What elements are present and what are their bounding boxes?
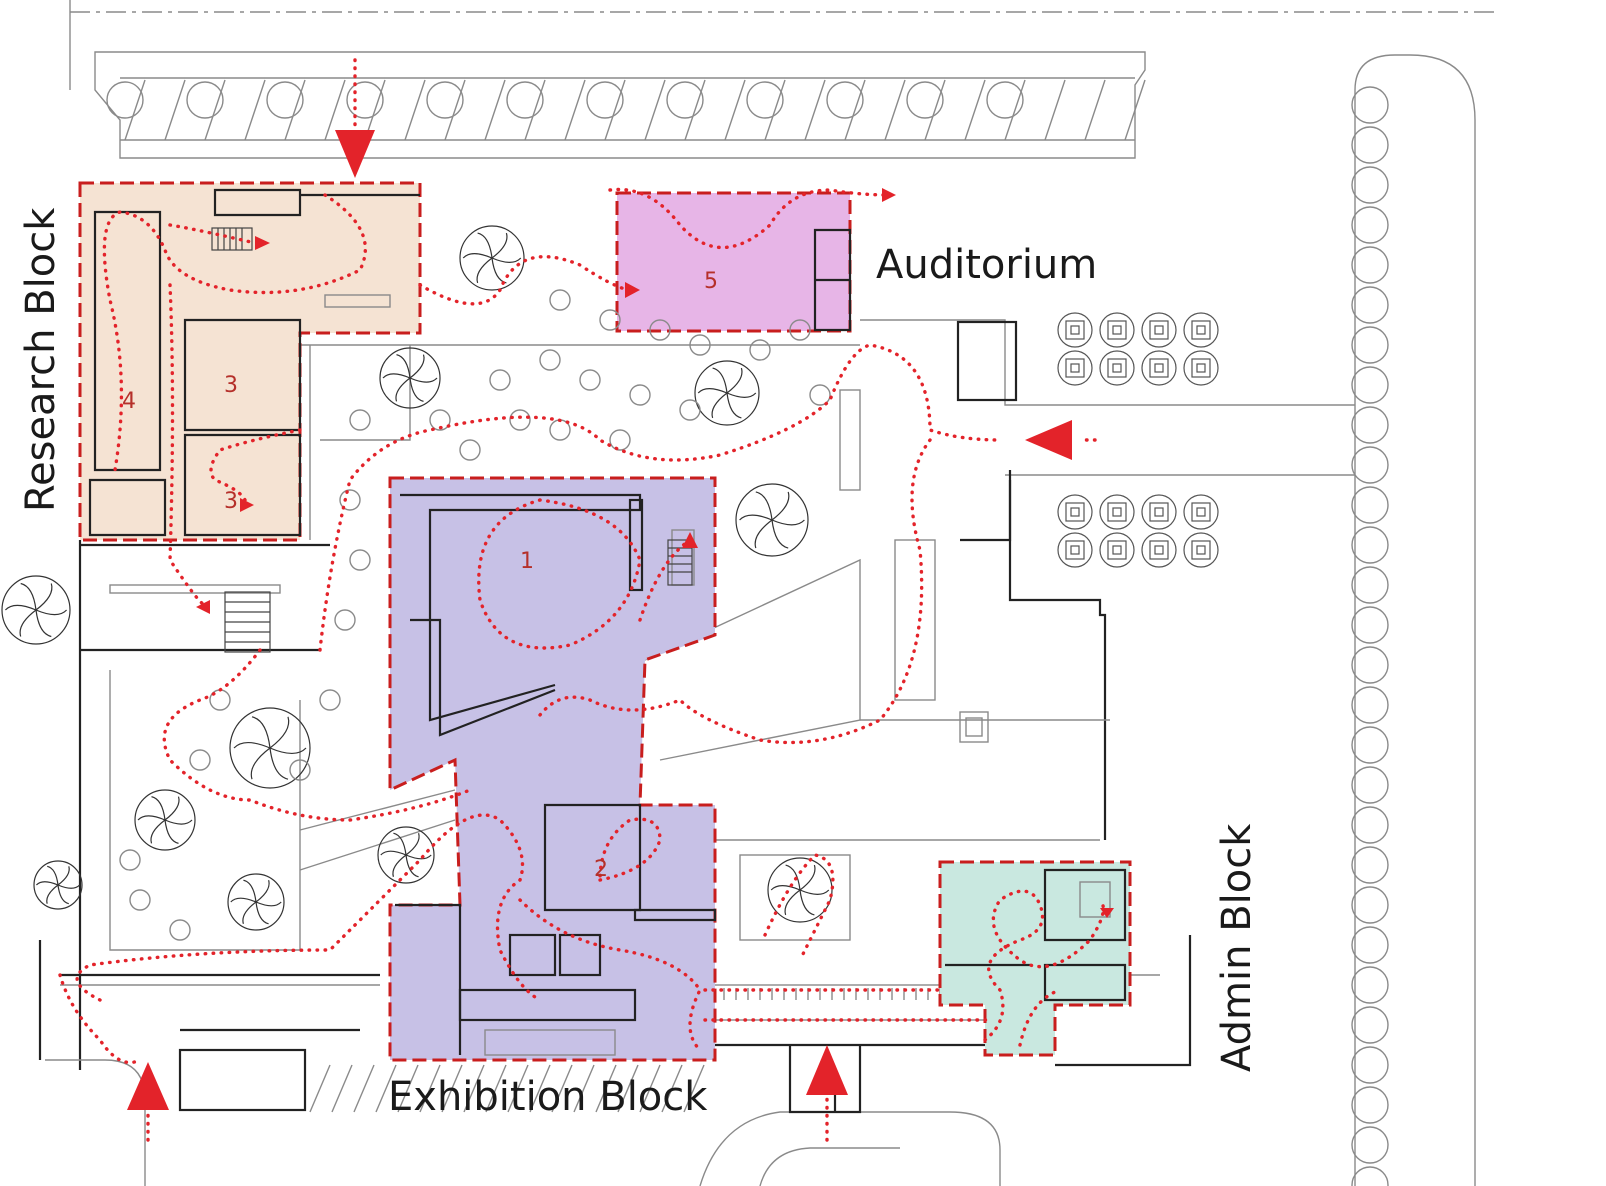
room-number: 3 [224,489,238,514]
tree-icon [735,483,809,557]
parking-bay-icon [1183,350,1219,386]
circulation-paths [58,58,1105,1142]
tree-icon [767,857,833,923]
parking-bay-icon [1183,532,1219,568]
entry-arrow-icon [806,1045,848,1095]
parking-bay-icon [1183,494,1219,530]
parking-bay-icon [1141,494,1177,530]
parking-bay-icon [1057,494,1093,530]
room-number: 4 [122,389,136,414]
research-block-label: Research Block [18,207,64,512]
parking-bay-icon [1057,532,1093,568]
parking-bay-icon [1099,494,1135,530]
auditorium-label: Auditorium [876,242,1097,288]
parking-bay-icon [1099,312,1135,348]
tree-icon [33,860,83,910]
parking-bay-icon [1141,312,1177,348]
research-block-zone [80,183,420,540]
tree-icon [134,789,196,851]
entry-arrow-icon [127,1062,169,1110]
parking-bay-icon [1099,350,1135,386]
tree-icon [377,826,435,884]
site-context [38,0,1500,1186]
parking-bay-icons [1057,312,1219,568]
room-number: 1 [520,549,534,574]
admin-block-zone [940,862,1130,1055]
room-number: 2 [594,857,608,882]
tree-icon [694,360,760,426]
parking-bay-icon [1099,532,1135,568]
parking-bay-icon [1141,350,1177,386]
parking-bay-icon [1141,532,1177,568]
parking-bay-icon [1183,312,1219,348]
tree-icon [229,707,311,789]
admin-block-label: Admin Block [1214,823,1260,1072]
room-number: 3 [224,373,238,398]
entry-arrow-icon [335,130,375,178]
tree-icons [1,225,833,931]
parking-bay-icon [1057,312,1093,348]
entry-arrow-icon [1025,420,1072,460]
tree-icon [1,575,71,645]
tree-icon [459,225,525,291]
auditorium-zone [617,193,850,331]
building-blocks [78,181,1132,1062]
room-number: 5 [704,269,718,294]
stair-icon [224,591,271,653]
tree-icon [379,347,441,409]
exhibition-block-label: Exhibition Block [388,1074,708,1120]
parking-bay-icon [1057,350,1093,386]
exhibition-block-zone [390,478,715,1060]
tree-icon [227,873,285,931]
path-arrowheads [196,188,1114,918]
